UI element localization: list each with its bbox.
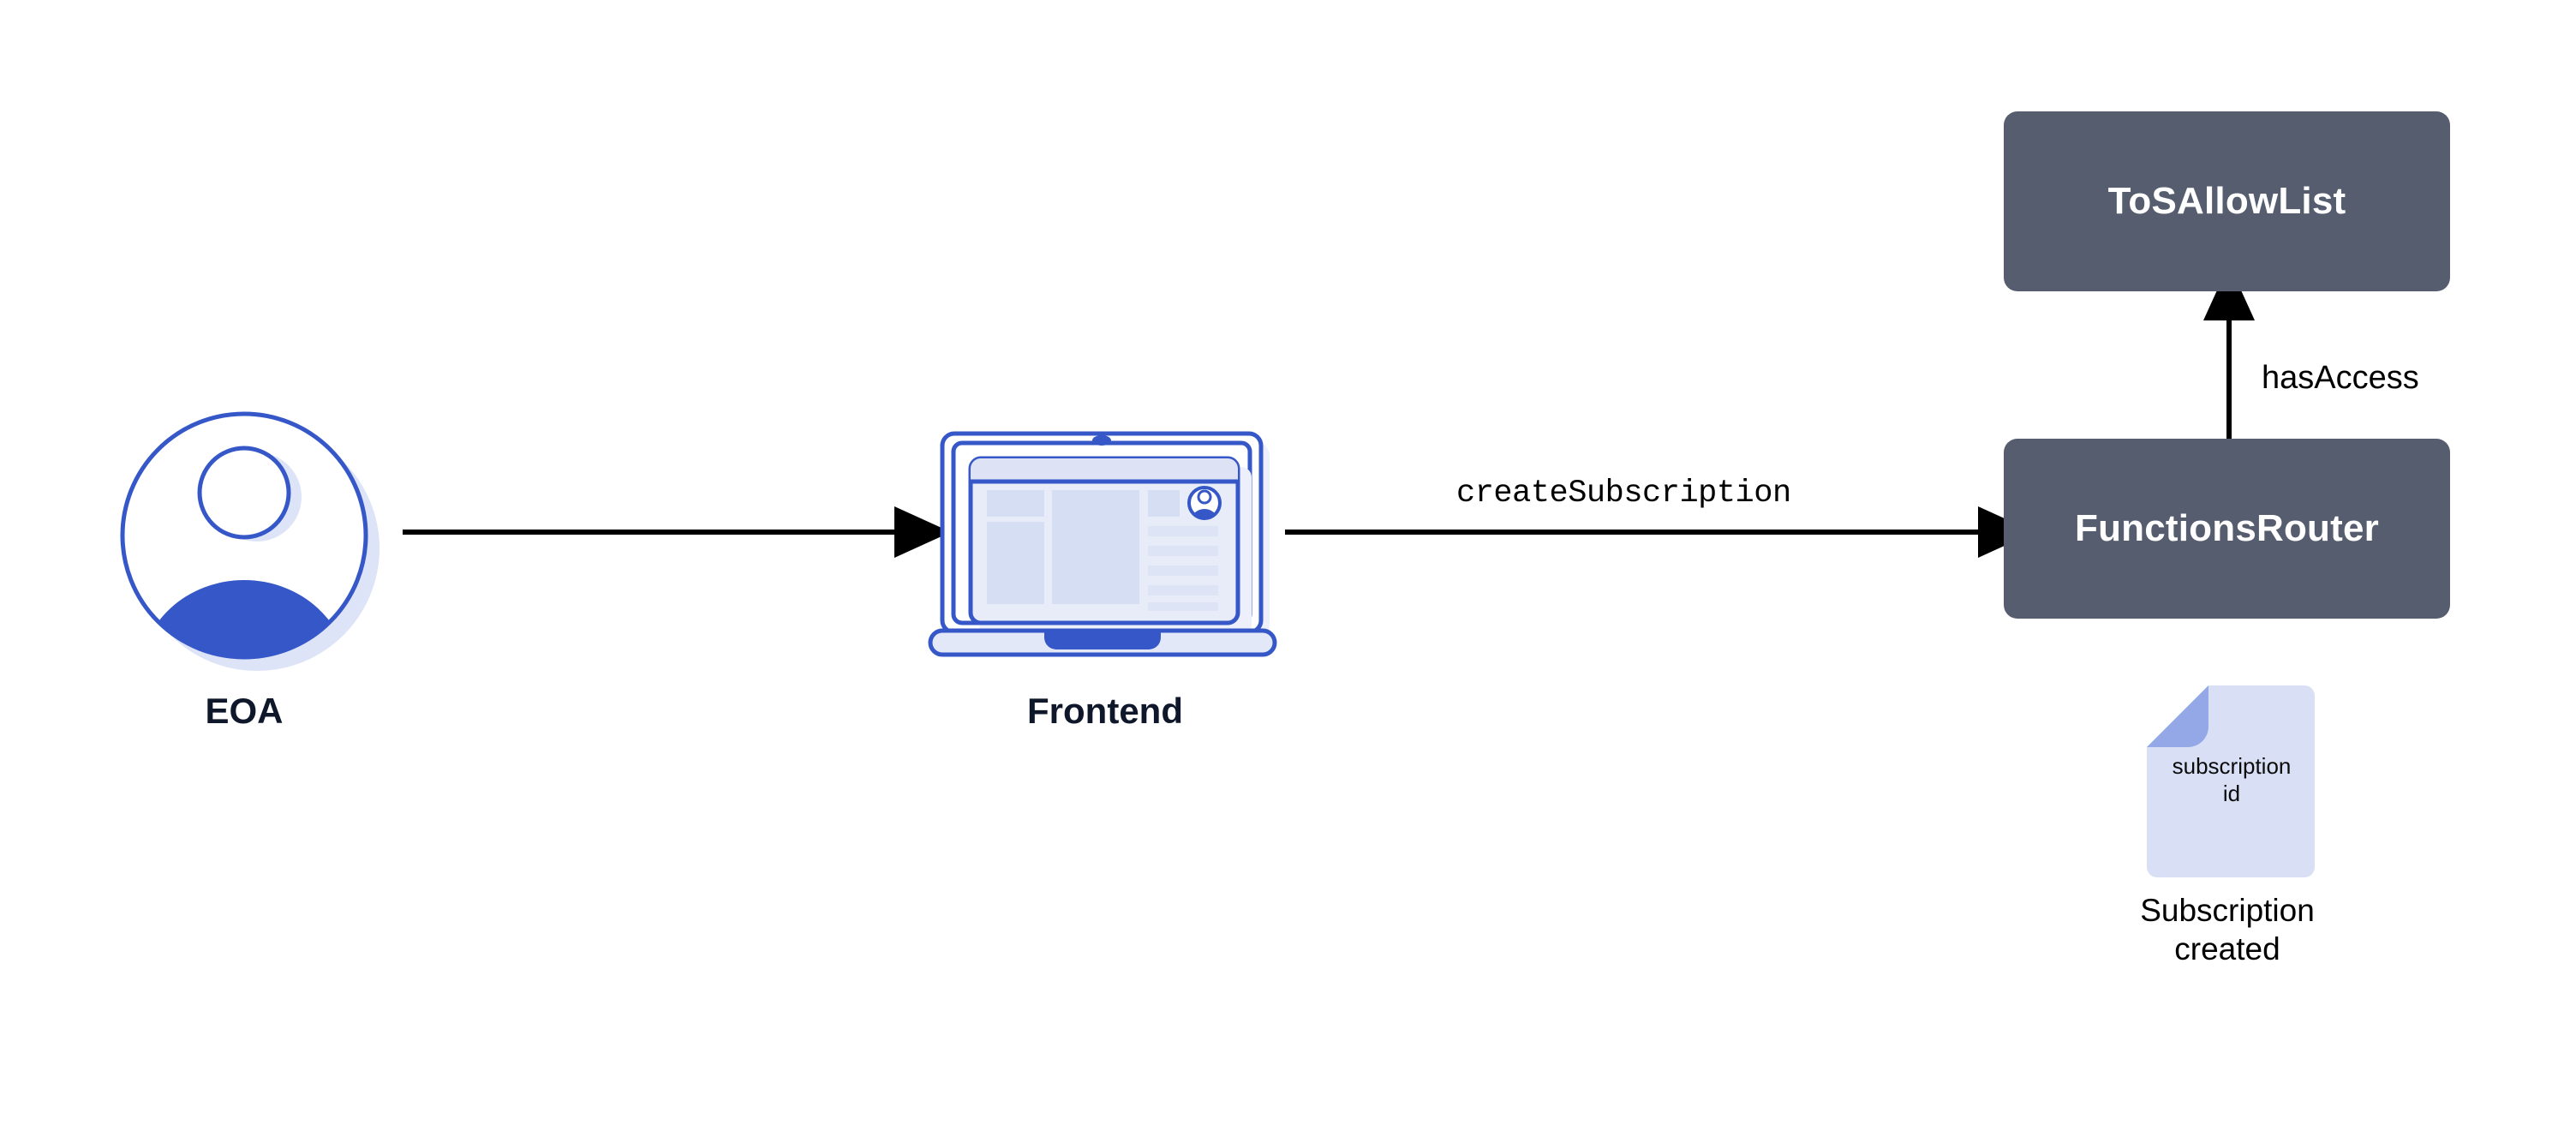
- node-functions-router[interactable]: FunctionsRouter: [2004, 439, 2450, 619]
- edge-label-create-subscription: createSubscription: [1456, 476, 1791, 512]
- document-text-line-2: id: [2222, 781, 2241, 807]
- screen-avatar-icon: [1187, 486, 1222, 520]
- edge-label-has-access: hasAccess: [2262, 360, 2419, 396]
- artifact-caption: Subscription created: [2073, 891, 2382, 968]
- frontend-label: Frontend: [1027, 691, 1183, 731]
- node-tos-allow-list-label: ToSAllowList: [2107, 180, 2346, 222]
- laptop-icon: [928, 431, 1277, 657]
- eoa-label: EOA: [205, 691, 284, 731]
- artifact-caption-line-2: created: [2174, 931, 2280, 967]
- document-text: subscription id: [2150, 752, 2313, 807]
- node-tos-allow-list[interactable]: ToSAllowList: [2004, 111, 2450, 291]
- artifact-caption-line-1: Subscription: [2140, 893, 2315, 928]
- node-functions-router-label: FunctionsRouter: [2075, 507, 2379, 549]
- document-text-line-1: subscription: [2172, 753, 2292, 779]
